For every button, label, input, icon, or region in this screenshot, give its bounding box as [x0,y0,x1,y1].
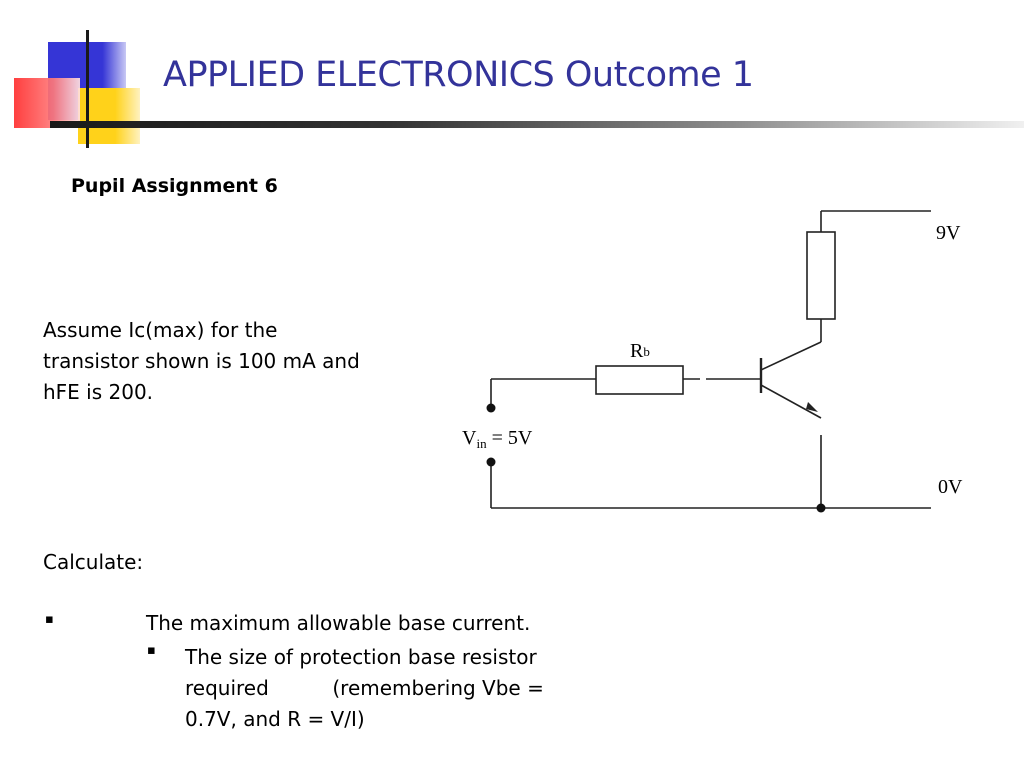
task-item-line: 0.7V, and R = V/I) [185,707,365,731]
task-item: The size of protection base resistor req… [185,642,605,735]
input-voltage-label: Vin = 5V [462,427,533,451]
base-resistor-rb [595,365,684,395]
resistor-label-sub: b [643,344,650,359]
input-terminal-top [486,403,496,413]
collector-resistor [806,231,836,320]
supply-voltage-label: 9V [936,222,961,244]
assignment-heading: Pupil Assignment 6 [71,175,278,197]
task-item-line: required (remembering Vbe = [185,676,544,700]
task-item: The maximum allowable base current. [146,611,531,635]
task-item-line: The size of protection base resistor [185,645,537,669]
bullet-square: ▪ [45,612,54,627]
transistor-emitter [760,384,822,419]
problem-statement: Assume Ic(max) for the transistor shown … [43,315,423,408]
title-rule [50,121,1024,128]
emitter-arrow [806,402,818,412]
problem-line: Assume Ic(max) for the [43,318,278,342]
input-label-main: V [462,427,477,449]
input-label-sub: in [476,436,487,451]
bullet-square: ▪ [147,643,156,658]
decor-vertical-line [86,30,89,148]
input-terminal-bottom [486,457,496,467]
transistor-collector [760,341,822,371]
resistor-label-main: R [630,340,644,362]
problem-line: hFE is 200. [43,380,154,404]
ground-voltage-label: 0V [938,476,963,498]
slide-title: APPLIED ELECTRONICS Outcome 1 [163,55,754,95]
input-label-value: = 5V [487,427,533,449]
resistor-label: Rb [630,340,650,362]
calculate-heading: Calculate: [43,550,144,574]
problem-line: transistor shown is 100 mA and [43,349,360,373]
decor-red-square [14,78,80,128]
ground-junction [816,503,826,513]
